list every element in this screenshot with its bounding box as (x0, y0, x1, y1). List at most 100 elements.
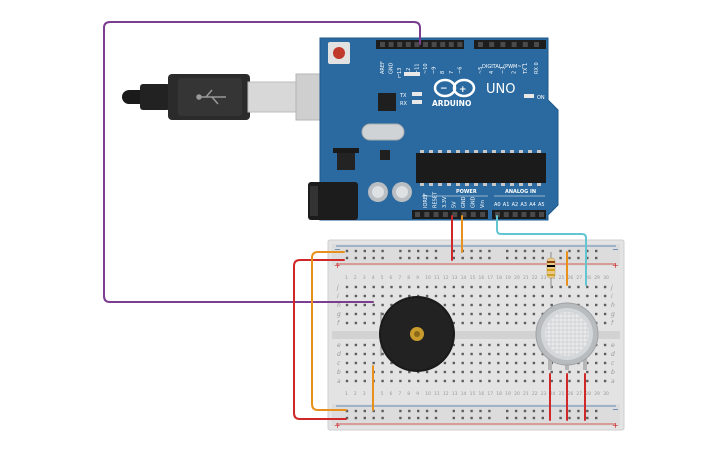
column-number-bottom: 16 (479, 391, 485, 397)
column-number-bottom: 15 (470, 391, 476, 397)
rail-plus-bottom-right: + (612, 421, 619, 430)
column-number-top: 7 (398, 275, 401, 281)
board-model-label: UNO (486, 82, 515, 97)
column-number-top: 27 (576, 275, 582, 281)
wire-cyan-a0[interactable] (496, 215, 587, 286)
row-letter: g (337, 311, 341, 318)
analog-pin-label: A1 (503, 202, 510, 208)
column-number-bottom: 10 (425, 391, 431, 397)
capacitor-right (392, 182, 412, 202)
power-pin-label: IOREF (423, 193, 429, 208)
digital-pin-label: AREF (380, 61, 386, 74)
column-number-bottom: 19 (505, 391, 511, 397)
column-number-bottom: 20 (514, 391, 520, 397)
column-number-top: 3 (363, 275, 366, 281)
column-number-bottom: 5 (381, 391, 384, 397)
usb-symbol-icon (196, 89, 226, 105)
digital-pin-label: RX 0 (534, 62, 540, 74)
column-number-top: 12 (443, 275, 449, 281)
column-number-top: 1 (345, 275, 348, 281)
row-letter: a (611, 378, 615, 385)
rx-label: RX (400, 101, 407, 107)
analog-label: ANALOG IN (505, 189, 536, 195)
wire-red-left-rail[interactable] (293, 259, 347, 420)
column-number-bottom: 17 (487, 391, 493, 397)
row-letter: a (337, 378, 341, 385)
rail-minus-top-right: − (612, 245, 619, 254)
column-number-bottom: 9 (416, 391, 419, 397)
power-pin-label: GND (461, 196, 467, 208)
digital-pin-label: 13 (397, 68, 403, 74)
row-letter: b (337, 369, 341, 376)
column-number-bottom: 14 (461, 391, 467, 397)
column-number-top: 28 (585, 275, 591, 281)
header-power[interactable] (412, 210, 488, 219)
row-letter: c (611, 360, 615, 367)
arduino-logo-icon (433, 78, 476, 98)
power-pin-label: 3.3V (442, 196, 448, 208)
column-number-top: 16 (479, 275, 485, 281)
row-letter: g (611, 311, 615, 318)
digital-pin-label: 2 (512, 71, 518, 74)
buzzer-icon[interactable] (379, 296, 455, 372)
column-number-top: 6 (390, 275, 393, 281)
column-number-bottom: 3 (363, 391, 366, 397)
column-number-top: 18 (496, 275, 502, 281)
column-number-bottom: 29 (594, 391, 600, 397)
rail-minus-top-left: − (334, 245, 341, 254)
column-number-bottom: 13 (452, 391, 458, 397)
power-jack[interactable] (308, 182, 358, 220)
column-number-bottom: 23 (541, 391, 547, 397)
header-analog[interactable] (492, 210, 546, 219)
svg-text:+: + (459, 85, 467, 95)
digital-pin-label: 7 (449, 71, 455, 74)
column-number-top: 30 (603, 275, 609, 281)
column-number-top: 22 (532, 275, 538, 281)
digital-pin-label: 12 (406, 68, 412, 74)
row-letter: h (611, 302, 615, 309)
column-number-bottom: 25 (559, 391, 565, 397)
row-letter: d (611, 351, 615, 358)
column-number-bottom: 7 (398, 391, 401, 397)
row-letter: f (337, 320, 340, 327)
digital-pin-label: ~6 (457, 67, 463, 74)
column-number-top: 29 (594, 275, 600, 281)
wire-orange-left-rail[interactable] (311, 251, 347, 411)
column-number-top: 8 (407, 275, 410, 281)
led-l-label: L (398, 74, 401, 80)
column-number-top: 9 (416, 275, 419, 281)
row-letter: e (611, 342, 615, 349)
resistor-icon[interactable] (546, 252, 556, 288)
column-number-top: 19 (505, 275, 511, 281)
analog-pin-label: A4 (529, 202, 536, 208)
power-pin-label: GND (471, 196, 477, 208)
column-number-bottom: 26 (568, 391, 574, 397)
row-letter: h (337, 302, 341, 309)
wire-purple[interactable] (103, 21, 421, 303)
digital-label: DIGITAL (PWM~) (482, 64, 524, 70)
capacitor-left (368, 182, 388, 202)
column-number-bottom: 24 (550, 391, 556, 397)
column-number-top: 5 (381, 275, 384, 281)
column-number-bottom: 8 (407, 391, 410, 397)
digital-pin-label: ~5 (478, 67, 484, 74)
column-number-top: 25 (559, 275, 565, 281)
wires[interactable] (103, 21, 587, 421)
gas-sensor-icon[interactable] (535, 302, 599, 370)
column-number-top: 2 (354, 275, 357, 281)
column-number-top: 20 (514, 275, 520, 281)
digital-pin-label: 4 (489, 71, 495, 74)
row-letter: j (610, 284, 613, 291)
header-digital-right[interactable] (474, 40, 546, 49)
power-pin-label: Vin (480, 200, 486, 208)
column-number-bottom: 12 (443, 391, 449, 397)
usb-cable-icon[interactable] (122, 73, 357, 121)
digital-pin-label: TX 1 (523, 63, 529, 75)
row-letter: j (336, 284, 339, 291)
column-number-top: 15 (470, 275, 476, 281)
column-number-bottom: 18 (496, 391, 502, 397)
analog-pin-label: A0 (494, 202, 501, 208)
power-pin-label: RESET (433, 191, 439, 208)
